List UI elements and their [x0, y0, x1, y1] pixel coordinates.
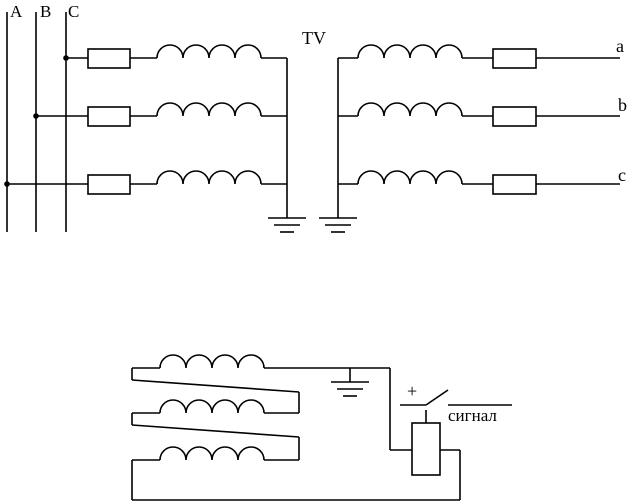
fuse-secondary-a: [492, 48, 537, 69]
label-phase-a: A: [10, 2, 23, 21]
fuse-primary-c: [87, 174, 131, 195]
coil-primary-c: [156, 170, 262, 185]
fuse-primary-b: [87, 106, 131, 127]
label-output-a: a: [616, 36, 624, 56]
coil-secondary-a: [357, 44, 463, 59]
relay-coil: [411, 422, 441, 476]
coil-secondary-b: [357, 102, 463, 117]
secondary-winding: [337, 44, 620, 218]
coil-primary-b: [156, 102, 262, 117]
fuse-secondary-c: [492, 174, 537, 195]
label-phase-c: C: [68, 2, 79, 21]
fuse-secondary-b: [492, 106, 537, 127]
primary-winding: [4, 44, 288, 218]
fuse-primary-a: [87, 48, 131, 69]
ground-icon: [319, 217, 357, 233]
label-output-b: b: [618, 95, 627, 115]
node-b: [33, 113, 39, 119]
coil-delta-2: [159, 399, 265, 414]
signal-switch-icon: [400, 389, 512, 406]
ground-icon: [331, 368, 369, 397]
label-transformer: TV: [302, 28, 326, 48]
label-output-c: c: [618, 165, 626, 185]
node-c: [4, 181, 10, 187]
coil-delta-3: [159, 446, 265, 461]
label-signal: сигнал: [448, 406, 497, 425]
ground-icon: [268, 217, 306, 233]
three-phase-bus: [6, 12, 67, 232]
open-delta-winding: [131, 354, 461, 501]
coil-delta-1: [159, 354, 265, 369]
relay-circuit: [389, 368, 441, 476]
node-a: [63, 55, 69, 61]
label-phase-b: B: [40, 2, 51, 21]
label-plus: +: [407, 381, 417, 401]
coil-primary-a: [156, 44, 262, 59]
coil-secondary-c: [357, 170, 463, 185]
